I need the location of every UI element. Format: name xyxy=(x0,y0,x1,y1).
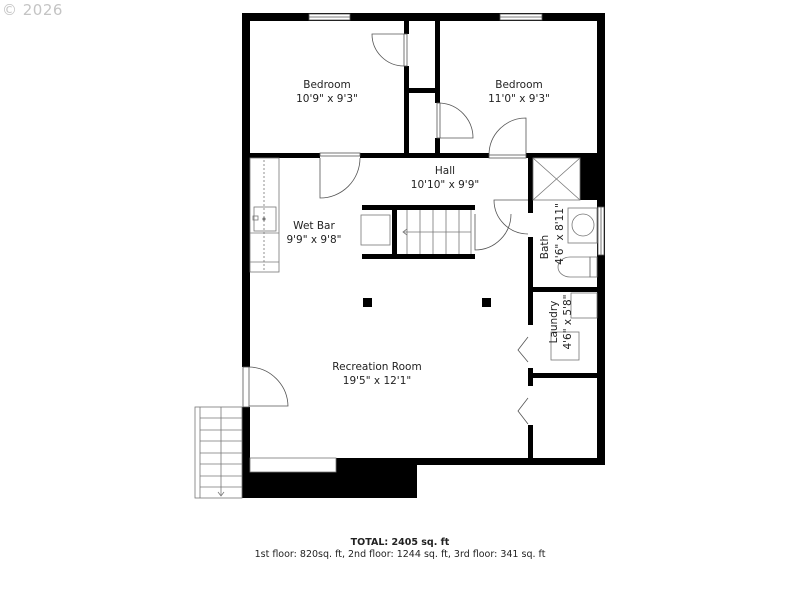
floor-2-label: 2nd floor: xyxy=(348,549,394,560)
room-dims-laundry: 4'6" x 5'8" xyxy=(562,294,574,349)
room-name-bedroom-1: Bedroom xyxy=(303,79,351,91)
room-name-bath: Bath xyxy=(539,235,551,259)
door-swing-bath xyxy=(493,199,529,235)
total-area: TOTAL: 2405 sq. ft xyxy=(0,537,800,548)
door-swing-exterior xyxy=(248,366,289,407)
room-dims-bath: 4'6" x 8'11" xyxy=(554,203,566,265)
floor-breakdown: 1st floor: 820sq. ft, 2nd floor: 1244 sq… xyxy=(254,549,546,560)
laundry-sink xyxy=(570,292,598,319)
room-dims-bedroom-1: 10'9" x 9'3" xyxy=(296,93,358,105)
floor-3-value: 341 xyxy=(500,549,519,560)
room-dims-wet-bar: 9'9" x 9'8" xyxy=(286,234,341,246)
rec-room-shelf xyxy=(249,457,337,473)
door-swing-bedroom1-closet xyxy=(371,33,405,67)
windows xyxy=(308,13,605,256)
interior-stairs xyxy=(402,210,472,254)
room-name-wet-bar: Wet Bar xyxy=(293,220,335,232)
doors xyxy=(242,33,533,425)
bath-sink xyxy=(567,207,598,244)
room-dims-hall: 10'10" x 9'9" xyxy=(411,179,479,191)
wet-bar-counter xyxy=(249,157,280,273)
door-swing-bedroom1 xyxy=(319,157,361,199)
room-name-laundry: Laundry xyxy=(548,301,560,344)
floor-1-value: 820 xyxy=(299,549,319,560)
door-swing-bedroom2-closet xyxy=(439,102,474,139)
floor-3-unit: sq. ft xyxy=(521,549,546,560)
wet-bar-sink xyxy=(253,206,277,232)
appliance-box xyxy=(360,214,391,246)
floor-2-unit: sq. ft xyxy=(423,549,448,560)
total-label: TOTAL: xyxy=(350,537,389,548)
floor-1-unit: sq. ft xyxy=(318,549,342,560)
fixtures xyxy=(249,157,598,473)
exterior-stairs xyxy=(194,406,243,499)
room-name-bedroom-2: Bedroom xyxy=(495,79,543,91)
room-name-hall: Hall xyxy=(435,165,455,177)
toilet xyxy=(557,256,591,278)
copyright-watermark: © 2026 xyxy=(2,1,63,19)
room-labels: Bedroom 10'9" x 9'3" Bedroom 11'0" x 9'3… xyxy=(286,79,574,387)
shower xyxy=(532,157,581,201)
door-swing-bedroom2 xyxy=(488,117,527,156)
total-unit: sq. ft xyxy=(421,537,450,548)
floor-3-label: 3rd floor: xyxy=(453,549,498,560)
room-dims-recreation-room: 19'5" x 12'1" xyxy=(343,375,411,387)
floor-2-value: 1244 xyxy=(396,549,421,560)
room-name-recreation-room: Recreation Room xyxy=(332,361,421,373)
total-value: 2405 xyxy=(391,537,418,548)
room-dims-bedroom-2: 11'0" x 9'3" xyxy=(488,93,550,105)
washer xyxy=(550,331,580,361)
floor-1-label: 1st floor: xyxy=(254,549,297,560)
